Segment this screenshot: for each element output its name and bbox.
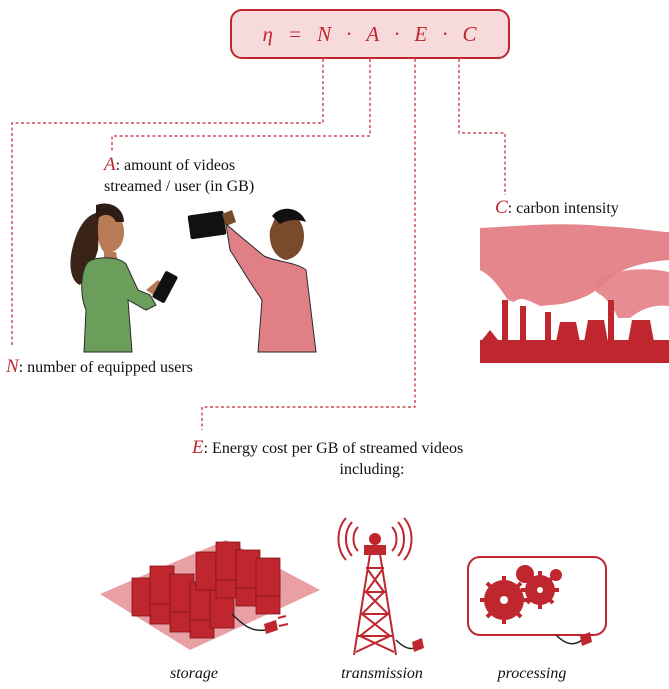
label-e-symbol: E [192,437,204,458]
label-c-text: : carbon intensity [507,200,619,217]
factory-smoke-icon [480,224,669,363]
label-e: E: Energy cost per GB of streamed videos [192,437,463,460]
formula-dot-3: · [442,21,449,46]
label-n-symbol: N [6,356,19,377]
connector-n [11,59,324,345]
label-c: C: carbon intensity [495,197,619,220]
formula-dot-2: · [394,21,401,46]
caption-storage: storage [170,665,218,682]
label-a: A: amount of videos [104,154,235,177]
label-a-line1: : amount of videos [115,157,236,174]
formula-equals: = [287,21,304,46]
formula-n: N [317,21,333,46]
connector-e [201,59,416,430]
server-racks-icon [100,540,320,650]
connector-a [111,59,371,152]
label-n: N: number of equipped users [6,356,193,379]
gears-processing-icon [467,556,607,646]
plug-icon-tower [412,638,424,652]
plug-icon [264,615,289,634]
label-c-symbol: C [495,197,508,218]
formula-e: E [414,21,429,46]
label-a-symbol: A [104,154,116,175]
formula-box: η = N · A · E · C [230,9,510,59]
label-a-line2: streamed / user (in GB) [104,178,255,195]
formula-a: A [366,21,381,46]
label-e-line1: : Energy cost per GB of streamed videos [203,440,464,457]
connector-lines [11,59,506,430]
formula-eta: η [262,21,274,46]
formula-dot-1: · [346,21,353,46]
label-e-line2: including: [339,461,405,478]
formula-c: C [462,21,478,46]
caption-processing: processing [497,665,567,682]
people-streaming-icon [70,203,317,353]
connector-c [458,59,506,195]
label-n-text: : number of equipped users [18,359,193,376]
antenna-tower-icon [337,517,415,656]
caption-transmission: transmission [341,665,423,682]
